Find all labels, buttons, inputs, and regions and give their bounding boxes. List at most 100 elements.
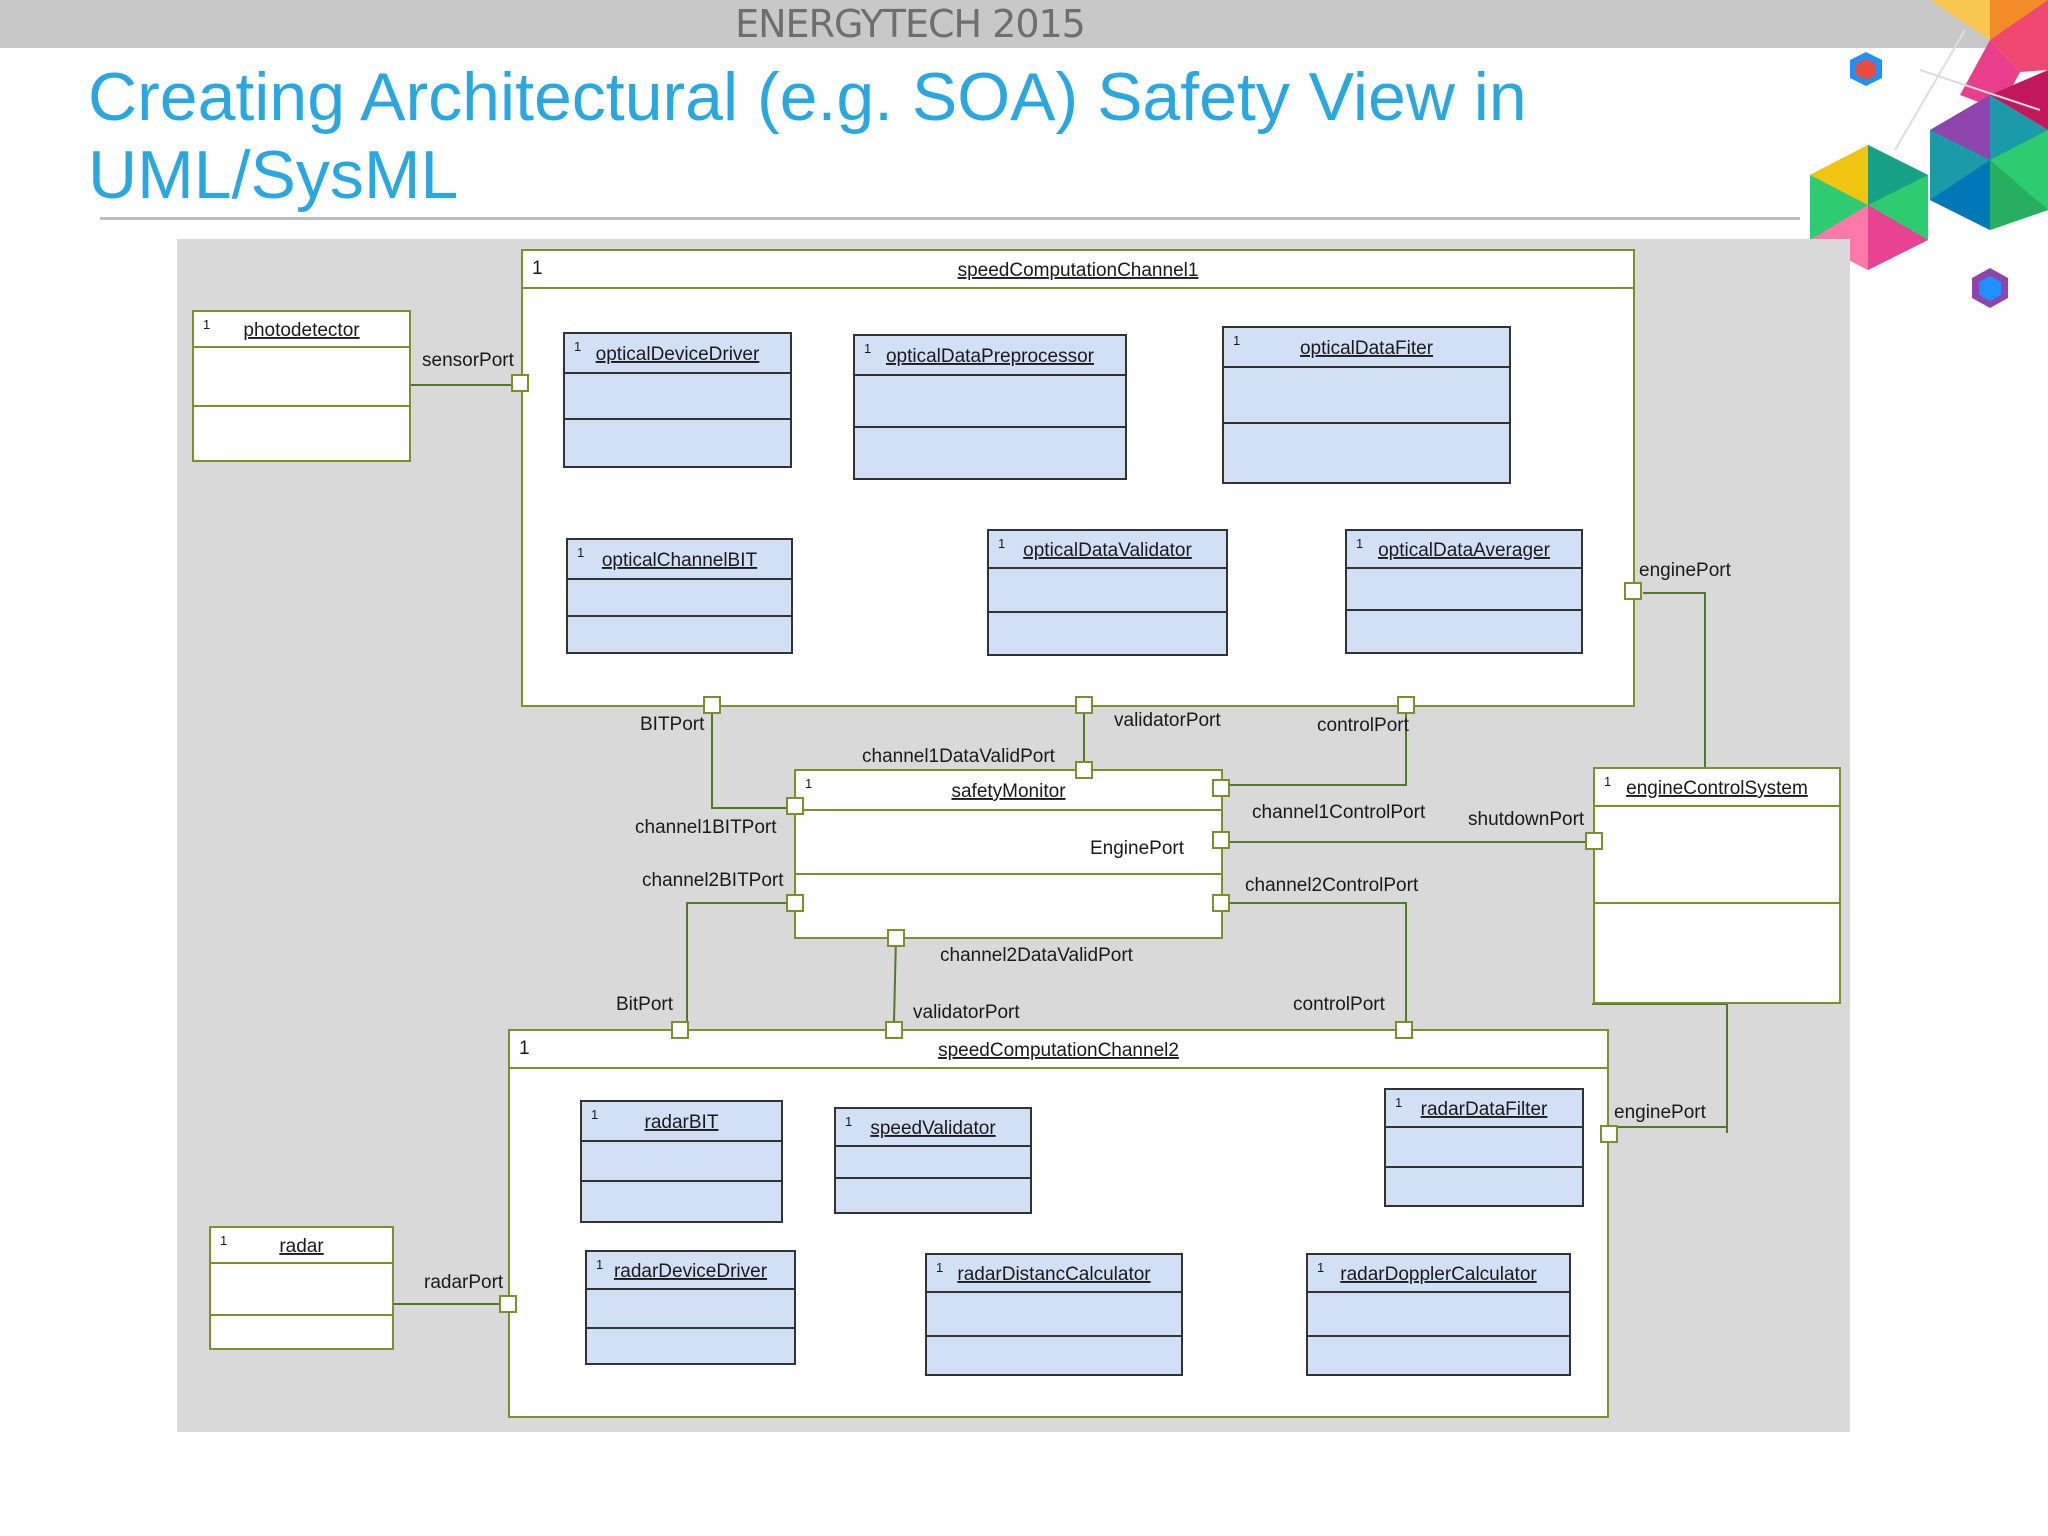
multiplicity-label: 1 [519,1038,530,1059]
engine-port-monitor [1212,831,1230,849]
block-name-speed-computation-channel2: speedComputationChannel2 [938,1040,1179,1061]
block-optical-device-driver-box [563,332,792,468]
port-label-shutdown-port: shutdownPort [1468,809,1585,830]
multiplicity-label: 1 [574,339,581,354]
block-radar: 1 radar [209,1226,394,1350]
block-safety-monitor: 1 safetyMonitor [794,769,1223,939]
port-label-engine-port2: enginePort [1614,1102,1707,1123]
port-label-engine-port1: enginePort [1639,560,1732,581]
block-name-radar-data-filter: radarDataFilter [1421,1099,1548,1120]
block-name-optical-data-fiter: opticalDataFiter [1300,338,1434,359]
block-name-optical-data-validator: opticalDataValidator [1023,540,1192,561]
block-optical-data-preprocessor-box [853,334,1127,480]
block-name-radar: radar [279,1236,324,1257]
block-radar-bit-box [580,1100,783,1223]
channel2-data-valid-port [887,929,905,947]
block-engine-control-system-box [1593,767,1841,1004]
block-name-photodetector: photodetector [243,320,360,341]
multiplicity-label: 1 [1395,1095,1402,1110]
multiplicity-label: 1 [532,258,543,279]
port-label-control-port2: controlPort [1293,994,1386,1015]
channel1-data-valid-port [1075,761,1093,779]
block-name-optical-data-averager: opticalDataAverager [1378,540,1550,561]
channel1-bit-port [786,797,804,815]
title-divider [100,217,1800,220]
bit-port-2 [671,1021,689,1039]
channel2-control-port [1212,894,1230,912]
block-name-radar-device-driver: radarDeviceDriver [614,1261,768,1282]
block-radar-doppler-calculator-box [1306,1253,1571,1376]
multiplicity-label: 1 [1233,333,1240,348]
port-label-channel1-control-port: channel1ControlPort [1252,802,1426,823]
block-name-radar-bit: radarBIT [645,1112,719,1133]
port-label-sensor-port: sensorPort [422,350,515,371]
hexagon-cluster-icon [1810,0,2048,308]
multiplicity-label: 1 [203,317,210,332]
multiplicity-label: 1 [936,1260,943,1275]
diagram-ports [499,374,1642,1313]
control-port-1 [1397,696,1415,714]
port-label-bit-port: BitPort [616,994,674,1015]
slide-title: Creating Architectural (e.g. SOA) Safety… [88,59,1527,213]
event-logo: ENERGYTECH 2015 [735,2,1086,46]
sensor-port [511,374,529,392]
block-photodetector-box [192,310,411,462]
block-radar-bit: 1 radarBIT [580,1100,783,1223]
control-port-2 [1395,1021,1413,1039]
block-optical-data-fiter-box [1222,326,1511,484]
port-label-channel1-data-valid-port: channel1DataValidPort [862,746,1056,767]
multiplicity-label: 1 [577,545,584,560]
multiplicity-label: 1 [591,1107,598,1122]
channel2-bit-port [786,894,804,912]
block-radar-device-driver-box [585,1250,796,1365]
multiplicity-label: 1 [1317,1260,1324,1275]
block-optical-device-driver: 1 opticalDeviceDriver [563,332,792,468]
port-label-validator-port2: validatorPort [913,1002,1020,1023]
block-speed-validator: 1 speedValidator [834,1107,1032,1214]
block-optical-data-validator-box [987,529,1228,656]
multiplicity-label: 1 [220,1233,227,1248]
block-name-speed-validator: speedValidator [870,1118,996,1139]
multiplicity-label: 1 [1356,536,1363,551]
block-radar-data-filter: 1 radarDataFilter [1384,1088,1584,1207]
block-radar-distanc-calculator-box [925,1253,1183,1376]
block-radar-data-filter-box [1384,1088,1584,1207]
port-label-validator-port1: validatorPort [1114,710,1221,731]
block-name-safety-monitor: safetyMonitor [951,781,1066,802]
top-banner [0,0,2048,48]
multiplicity-label: 1 [845,1114,852,1129]
multiplicity-label: 1 [864,341,871,356]
block-safety-monitor-box [794,769,1223,939]
engine-port-2 [1600,1125,1618,1143]
port-label-channel1-bitport: channel1BITPort [635,817,777,838]
block-optical-channel-bit: 1 opticalChannelBIT [566,538,793,654]
port-label-channel2-bitport: channel2BITPort [642,870,784,891]
block-name-optical-channel-bit: opticalChannelBIT [602,550,758,571]
block-speed-validator-box [834,1107,1032,1214]
block-optical-data-averager-box [1345,529,1583,654]
block-radar-box [209,1226,394,1350]
block-photodetector: 1 photodetector [192,310,411,462]
multiplicity-label: 1 [596,1257,603,1272]
block-radar-distanc-calculator: 1 radarDistancCalculator [925,1253,1183,1376]
engine-port-1 [1624,582,1642,600]
channel1-control-port [1212,779,1230,797]
validator-port-2 [885,1021,903,1039]
port-label-bitport: BITPort [640,714,705,735]
block-optical-data-validator: 1 opticalDataValidator [987,529,1228,656]
bit-port [703,696,721,714]
validator-port-1 [1075,696,1093,714]
port-label-channel2-control-port: channel2ControlPort [1245,875,1419,896]
block-optical-channel-bit-box [566,538,793,654]
block-name-speed-computation-channel1: speedComputationChannel1 [958,260,1199,281]
multiplicity-label: 1 [998,536,1005,551]
block-optical-data-averager: 1 opticalDataAverager [1345,529,1583,654]
multiplicity-label: 1 [805,776,812,791]
block-name-optical-device-driver: opticalDeviceDriver [596,344,760,365]
port-label-engine-port: EnginePort [1090,838,1185,859]
block-name-radar-distanc-calculator: radarDistancCalculator [957,1264,1151,1285]
